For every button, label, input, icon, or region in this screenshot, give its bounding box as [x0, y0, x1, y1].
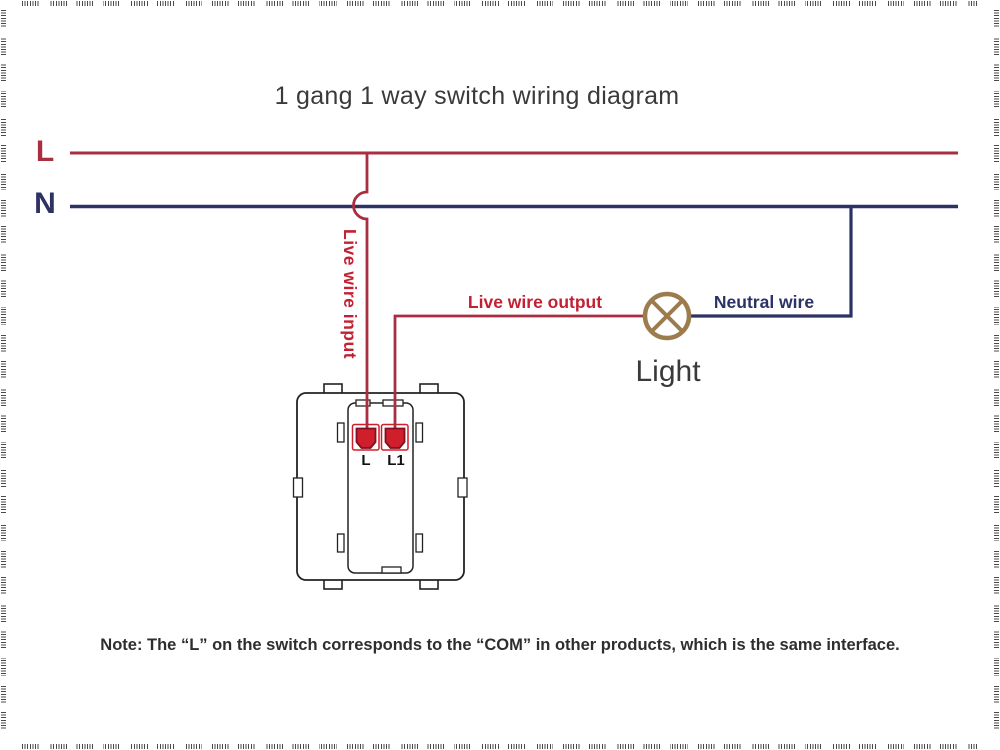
switch-top-notch-left [355, 399, 371, 407]
live-wire-output-label: Live wire output [467, 292, 603, 312]
switch-slot-edge-left [292, 477, 304, 498]
border-ticks-bottom [22, 744, 978, 749]
live-output-wire [393, 314, 646, 437]
light-label: Light [635, 355, 701, 388]
lamp-icon [642, 291, 692, 341]
switch-slot-inner-right-bottom [415, 533, 424, 553]
live-line-label: L [35, 135, 55, 168]
border-ticks-left [1, 10, 6, 740]
border-ticks-right [994, 10, 999, 740]
live-wire-input-label: Live wire input [340, 229, 360, 360]
live-input-wire [352, 153, 369, 437]
switch-body [292, 383, 468, 590]
terminal-l-label: L [361, 452, 371, 469]
switch-bottom-notch [381, 566, 402, 574]
switch-slot-inner-left-bottom [336, 533, 345, 553]
terminal-clamp-l [355, 427, 377, 449]
terminal-l1-label: L1 [387, 452, 405, 469]
neutral-wire-label: Neutral wire [713, 292, 815, 312]
neutral-branch-wire [688, 208, 853, 318]
neutral-line-label: N [34, 187, 56, 220]
border-ticks-top [22, 1, 978, 6]
terminal-clamp-l1 [384, 427, 406, 449]
note-text: Note: The “L” on the switch corresponds … [100, 636, 900, 654]
switch-slot-edge-right [457, 477, 468, 498]
switch-slot-inner-right-top [415, 422, 424, 443]
page-title: 1 gang 1 way switch wiring diagram [274, 82, 680, 110]
switch-top-notch-right [382, 399, 404, 407]
switch-slot-inner-left-top [336, 422, 345, 443]
